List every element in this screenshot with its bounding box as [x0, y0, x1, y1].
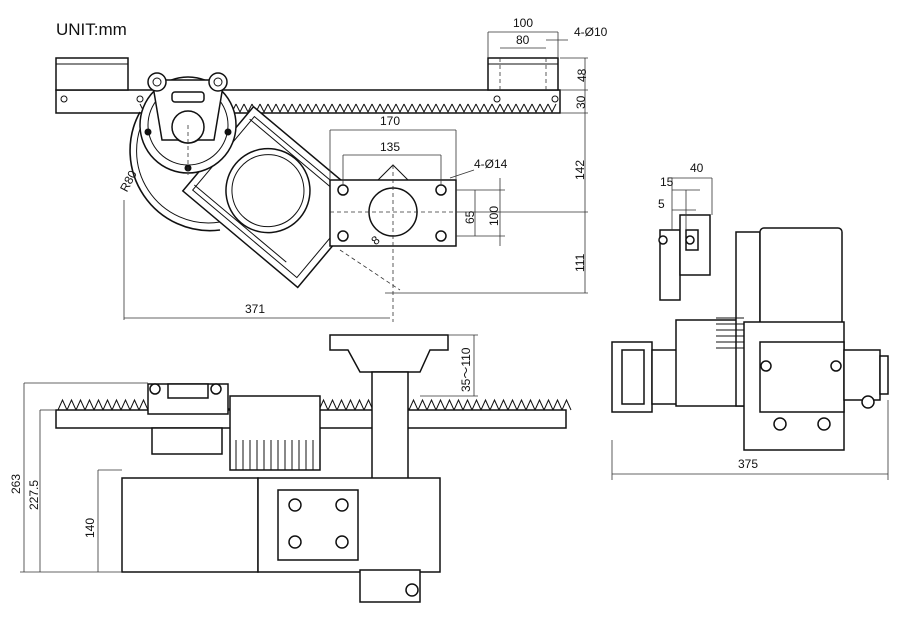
front-dimensions — [20, 334, 478, 573]
dim-375: 375 — [738, 457, 758, 471]
gearbox-body — [121, 477, 259, 573]
dim-263: 263 — [9, 474, 23, 494]
dim-stroke-range: 35～110 — [459, 347, 473, 392]
dim-40: 40 — [690, 161, 704, 175]
top-dimensions — [123, 31, 588, 322]
dim-5: 5 — [658, 197, 665, 211]
side-motor-body — [759, 227, 843, 329]
rotated-gear-body — [181, 105, 370, 289]
side-view: 40 15 5 375 — [611, 161, 889, 480]
dim-15: 15 — [660, 175, 674, 189]
dim-227-5: 227.5 — [27, 480, 41, 510]
dim-111: 111 — [573, 253, 587, 272]
dim-hole-flange: 4-Ø14 — [474, 157, 508, 171]
front-view: 263 227.5 140 35～110 — [9, 334, 572, 603]
dim-30: 30 — [574, 95, 588, 109]
motor-housing — [229, 395, 321, 471]
right-mount-block — [487, 57, 559, 91]
top-view: 100 80 4-Ø10 48 30 142 111 170 135 4-Ø14… — [55, 16, 608, 322]
dim-140: 140 — [83, 518, 97, 538]
left-mount-block — [55, 57, 129, 91]
dim-170: 170 — [380, 114, 400, 128]
dim-80: 80 — [516, 33, 530, 47]
dim-100-top: 100 — [513, 16, 533, 30]
dim-100-side: 100 — [487, 206, 501, 226]
dim-hole-top: 4-Ø10 — [574, 25, 608, 39]
top-mount-flange — [329, 334, 449, 373]
dim-142: 142 — [573, 160, 587, 180]
side-dimensions — [611, 177, 889, 480]
dim-135: 135 — [380, 140, 400, 154]
unit-label: UNIT:mm — [56, 20, 127, 39]
dim-48: 48 — [575, 68, 589, 82]
top-rack — [55, 89, 561, 114]
housing-arc — [129, 111, 221, 232]
lift-column — [371, 371, 409, 481]
flange-plate — [329, 164, 457, 247]
dim-371: 371 — [245, 302, 265, 316]
dim-65: 65 — [463, 210, 477, 224]
